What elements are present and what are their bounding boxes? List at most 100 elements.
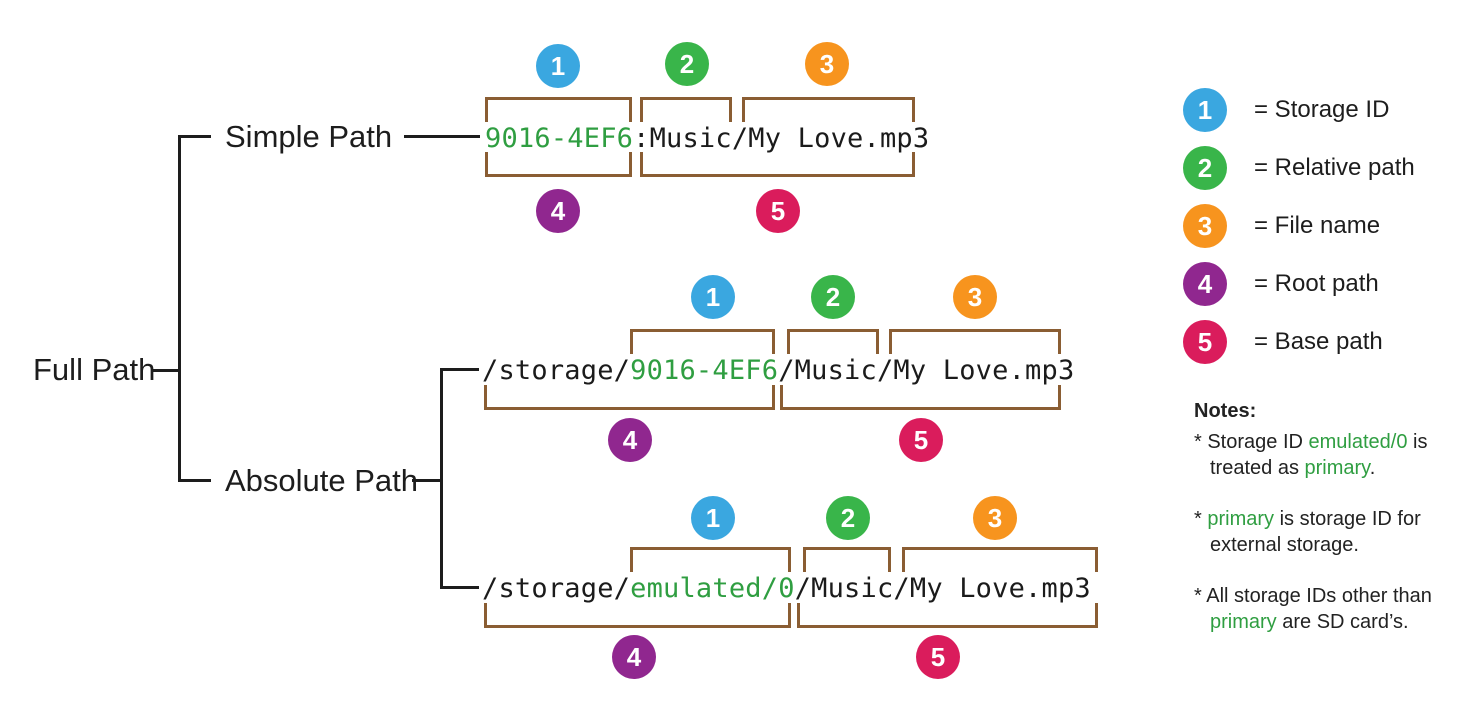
note-text: * All storage IDs other than (1194, 585, 1432, 607)
storage-id-segment: 9016-4EF6 (630, 355, 779, 386)
file-name-badge: 3 (973, 496, 1017, 540)
note-text: is storage ID for (1274, 508, 1421, 530)
storage-id-badge: 1 (691, 275, 735, 319)
badge-number: 5 (913, 424, 929, 455)
legend-label: = Base path (1254, 328, 1383, 355)
legend-badge-5: 5 (1183, 320, 1227, 364)
legend-badge-3: 3 (1183, 204, 1227, 248)
note-line: treated as primary. (1210, 455, 1469, 481)
root-path-bracket (484, 385, 775, 410)
legend-badge-2: 2 (1183, 146, 1227, 190)
note-text-green: emulated/0 (1308, 431, 1408, 453)
badge-number: 5 (930, 641, 946, 672)
note-text: . (1369, 457, 1376, 479)
badge-number: 1 (550, 50, 566, 81)
storage-id-segment: emulated/0 (630, 573, 795, 604)
storage-id-segment: 9016-4EF6 (485, 123, 634, 154)
relative-path-bracket (640, 97, 732, 122)
storage-id-badge: 1 (691, 496, 735, 540)
badge-number: 1 (705, 502, 721, 533)
badge-number: 1 (705, 281, 721, 312)
absolute-path-2-text: /storage/emulated/0/Music/My Love.mp3 (482, 573, 1091, 604)
note-line: * Storage ID emulated/0 is (1194, 429, 1469, 455)
legend-item-relative-path: 2 = Relative path (1183, 146, 1415, 190)
note-text: treated as (1210, 457, 1305, 479)
path-segment: /storage/ (482, 573, 631, 604)
simple-path-text: 9016-4EF6:Music/My Love.mp3 (485, 123, 929, 154)
tree-line-simple-stub (181, 135, 211, 138)
tree-line-absolute-vertical (440, 368, 443, 589)
tree-line-absolute-dash (412, 479, 440, 482)
file-name-badge: 3 (805, 42, 849, 86)
note-text: is (1407, 431, 1428, 453)
legend-item-base-path: 5 = Base path (1183, 320, 1415, 364)
storage-id-bracket (485, 97, 632, 122)
badge-number: 5 (770, 195, 786, 226)
note-line: * All storage IDs other than (1194, 583, 1469, 609)
badge-number: 3 (1197, 210, 1213, 241)
legend: 1 = Storage ID 2 = Relative path 3 = Fil… (1183, 88, 1415, 378)
note-text-green: primary (1207, 508, 1275, 530)
root-path-badge: 4 (536, 189, 580, 233)
path-segment: /Music/My Love.mp3 (778, 355, 1075, 386)
tree-line-to-absolute-2 (443, 586, 479, 589)
tree-line-main-vertical (178, 135, 181, 482)
legend-label: = Root path (1254, 270, 1379, 297)
root-path-badge: 4 (612, 635, 656, 679)
notes-title: Notes: (1194, 400, 1257, 422)
notes: Notes: * Storage ID emulated/0 is treate… (1194, 398, 1469, 660)
relative-path-badge: 2 (826, 496, 870, 540)
path-segment: /Music/My Love.mp3 (794, 573, 1091, 604)
root-path-badge: 4 (608, 418, 652, 462)
note-text-green: primary (1210, 611, 1277, 633)
badge-number: 2 (825, 281, 841, 312)
legend-item-root-path: 4 = Root path (1183, 262, 1415, 306)
badge-number: 4 (622, 424, 638, 455)
absolute-path-1-text: /storage/9016-4EF6/Music/My Love.mp3 (482, 355, 1074, 386)
path-segment: :Music/My Love.mp3 (633, 123, 930, 154)
note-line: primary are SD card’s. (1210, 609, 1469, 635)
base-path-bracket (780, 385, 1061, 410)
note-item: * Storage ID emulated/0 is treated as pr… (1194, 429, 1469, 481)
badge-number: 3 (987, 502, 1003, 533)
tree-line-absolute-stub (181, 479, 211, 482)
badge-number: 2 (840, 502, 856, 533)
badge-number: 5 (1197, 326, 1213, 357)
full-path-label: Full Path (33, 352, 156, 387)
file-name-bracket (889, 329, 1061, 354)
badge-number: 2 (679, 48, 695, 79)
legend-item-storage-id: 1 = Storage ID (1183, 88, 1415, 132)
base-path-badge: 5 (756, 189, 800, 233)
root-path-bracket (484, 603, 791, 628)
note-text: are SD card’s. (1276, 611, 1409, 633)
note-text-green: primary (1304, 457, 1370, 479)
absolute-path-label: Absolute Path (225, 463, 419, 498)
legend-badge-4: 4 (1183, 262, 1227, 306)
base-path-bracket (640, 152, 915, 177)
storage-id-bracket (630, 329, 775, 354)
note-item: * primary is storage ID for external sto… (1194, 506, 1469, 558)
storage-id-bracket (630, 547, 791, 572)
file-name-badge: 3 (953, 275, 997, 319)
note-text: * Storage ID (1194, 431, 1309, 453)
file-name-bracket (902, 547, 1098, 572)
note-text: * (1194, 508, 1208, 530)
badge-number: 4 (1197, 268, 1213, 299)
simple-path-label: Simple Path (225, 119, 393, 154)
relative-path-bracket (787, 329, 879, 354)
legend-label: = Storage ID (1254, 96, 1390, 123)
badge-number: 3 (967, 281, 983, 312)
relative-path-bracket (803, 547, 891, 572)
note-line: * primary is storage ID for (1194, 506, 1469, 532)
badge-number: 3 (819, 48, 835, 79)
root-path-bracket (485, 152, 632, 177)
base-path-badge: 5 (916, 635, 960, 679)
badge-number: 4 (626, 641, 642, 672)
path-segment: /storage/ (482, 355, 631, 386)
legend-item-file-name: 3 = File name (1183, 204, 1415, 248)
badge-number: 2 (1197, 152, 1213, 183)
base-path-badge: 5 (899, 418, 943, 462)
legend-badge-1: 1 (1183, 88, 1227, 132)
file-name-bracket (742, 97, 915, 122)
